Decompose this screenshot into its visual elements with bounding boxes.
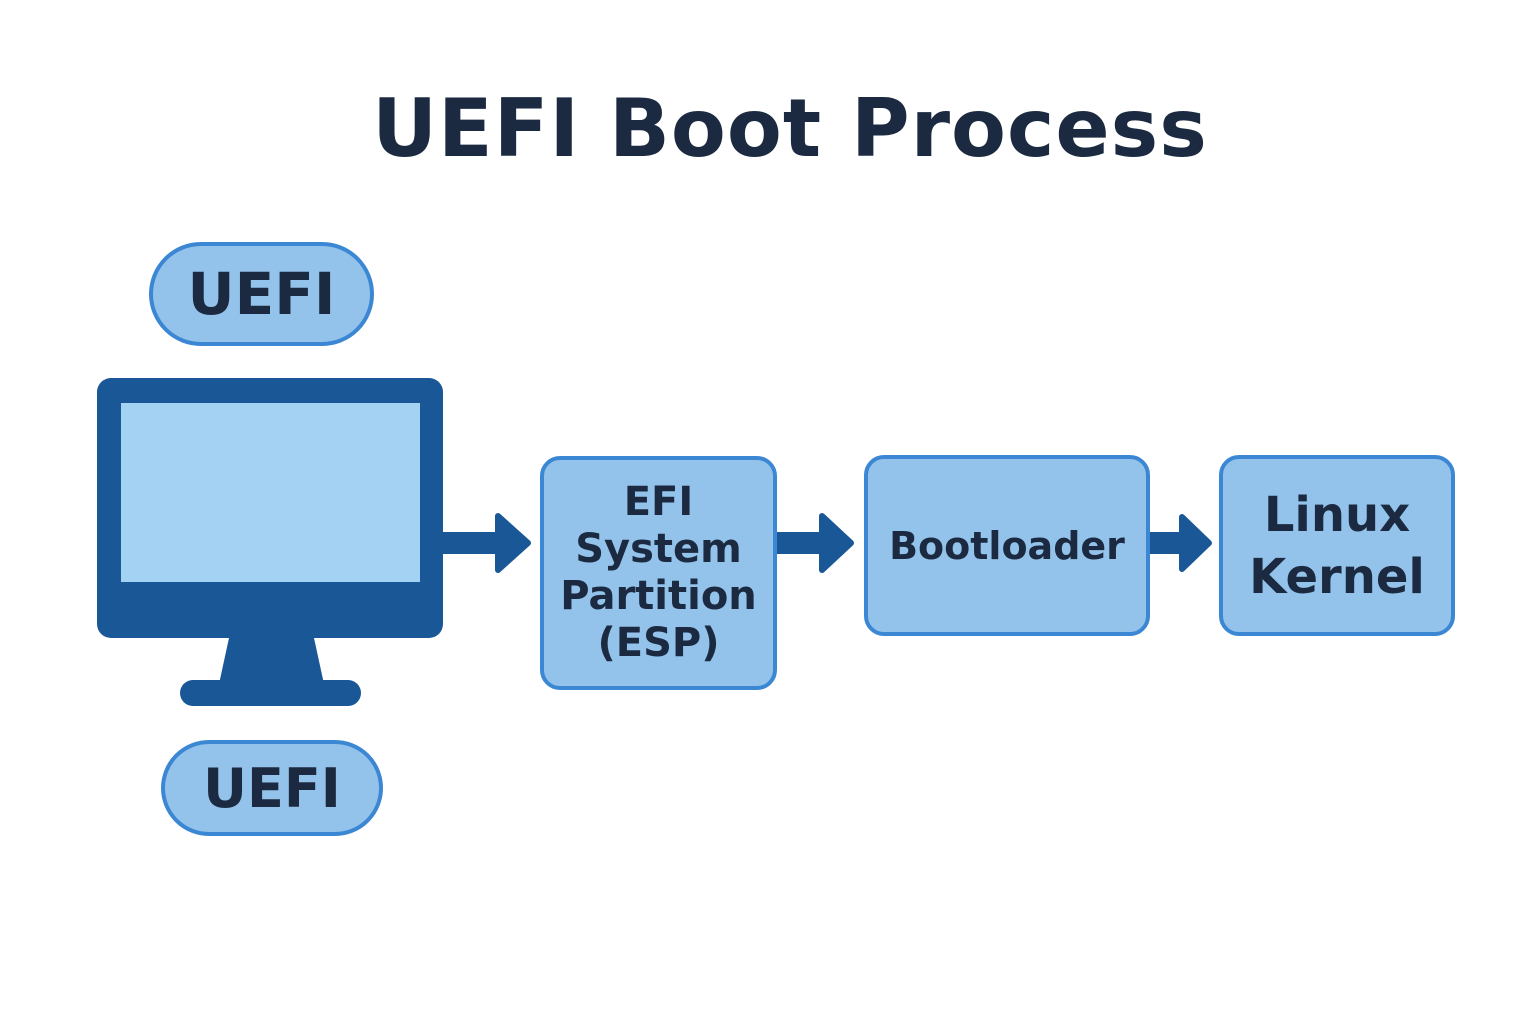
step-esp-line: Partition <box>560 573 757 619</box>
uefi-label-top-text: UEFI <box>187 260 336 328</box>
step-kernel-line: Linux <box>1263 486 1411 543</box>
uefi-label-bottom-text: UEFI <box>203 756 341 820</box>
step-esp-line: EFI <box>623 479 694 525</box>
step-esp-line: (ESP) <box>597 620 720 666</box>
step-bootloader-label: Bootloader <box>889 523 1125 568</box>
arrow-right-icon <box>777 513 854 573</box>
arrow-right-icon <box>1150 514 1212 572</box>
arrow-right-icon <box>443 513 531 573</box>
monitor-icon <box>97 378 443 706</box>
monitor-stand-base <box>180 680 361 706</box>
monitor-neck <box>219 638 324 684</box>
uefi-label-bottom: UEFI <box>161 740 383 836</box>
step-box-esp: EFI System Partition (ESP) <box>540 456 777 690</box>
step-box-bootloader: Bootloader <box>864 455 1150 636</box>
step-kernel-line: Kernel <box>1249 548 1425 605</box>
monitor-screen <box>121 403 420 582</box>
diagram-title: UEFI Boot Process <box>372 82 1208 175</box>
uefi-label-top: UEFI <box>149 242 374 346</box>
step-box-linux-kernel: Linux Kernel <box>1219 455 1455 636</box>
step-esp-line: System <box>575 526 742 572</box>
